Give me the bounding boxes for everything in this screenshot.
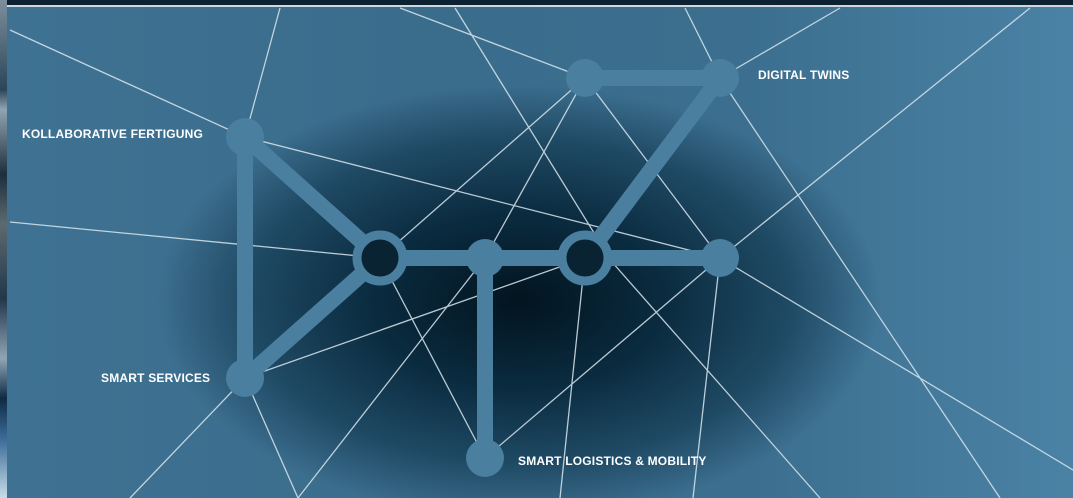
left-photo-strip (0, 0, 7, 498)
label-smart-services: SMART SERVICES (101, 371, 211, 385)
node-smart-logistics (466, 439, 504, 477)
node-digital-twins (701, 59, 739, 97)
main-network-paths (237, 70, 728, 466)
top-border (7, 5, 1073, 7)
ring-node-right (557, 230, 613, 286)
thin-connection-lines (9, 7, 1073, 498)
ring-node-left (352, 230, 408, 286)
label-smart-logistics: SMART LOGISTICS & MOBILITY (518, 454, 707, 468)
node-center (466, 239, 504, 277)
label-kollaborative-fertigung: KOLLABORATIVE FERTIGUNG (22, 127, 204, 141)
node-right (701, 239, 739, 277)
node-top-middle (566, 59, 604, 97)
node-kollaborative-fertigung (226, 118, 264, 156)
node-smart-services (226, 359, 264, 397)
ring-nodes (352, 230, 613, 286)
network-nodes (226, 59, 739, 477)
label-digital-twins: DIGITAL TWINS (758, 68, 850, 82)
